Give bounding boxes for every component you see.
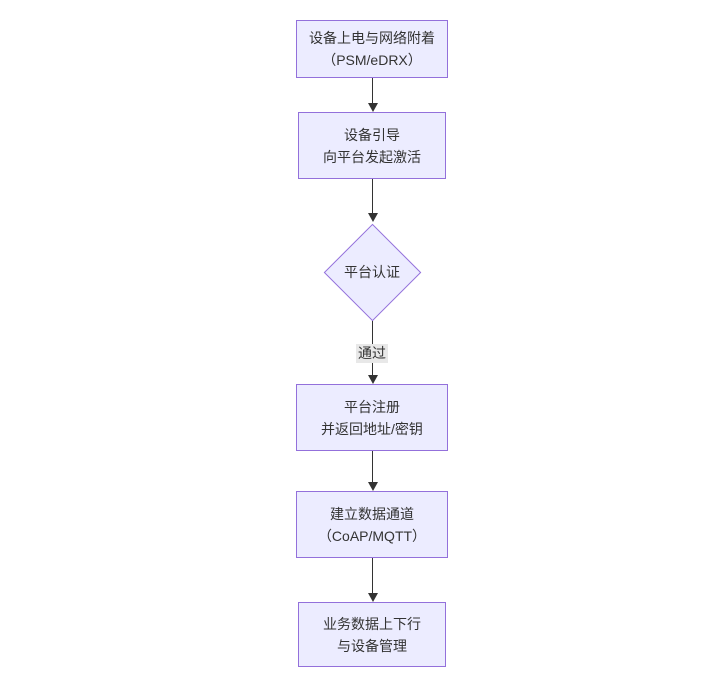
node-power-on-line2: （PSM/eDRX） xyxy=(322,52,422,68)
arrow-4-line xyxy=(372,451,373,482)
arrow-4-head-icon xyxy=(368,482,378,491)
node-channel: 建立数据通道 （CoAP/MQTT） xyxy=(296,491,448,558)
node-channel-line2: （CoAP/MQTT） xyxy=(317,527,427,544)
arrow-1-line xyxy=(372,78,373,103)
node-power-on: 设备上电与网络附着 （PSM/eDRX） xyxy=(296,20,448,78)
arrow-5-line xyxy=(372,558,373,593)
decision-auth-label: 平台认证 xyxy=(344,264,400,280)
arrow-2-line xyxy=(372,179,373,213)
node-power-on-line1: 设备上电与网络附着 xyxy=(309,30,435,46)
node-business-line1: 业务数据上下行 xyxy=(323,615,421,632)
edge-label-pass: 通过 xyxy=(356,344,388,363)
arrow-5-head-icon xyxy=(368,593,378,602)
node-register: 平台注册 并返回地址/密钥 xyxy=(296,384,448,451)
arrow-1-head-icon xyxy=(368,103,378,112)
node-register-line1: 平台注册 xyxy=(344,398,400,415)
node-channel-line1: 建立数据通道 xyxy=(330,505,414,522)
node-business-line2: 与设备管理 xyxy=(337,637,407,654)
node-bootstrap: 设备引导 向平台发起激活 xyxy=(298,112,446,179)
arrow-2-head-icon xyxy=(368,213,378,222)
node-business: 业务数据上下行 与设备管理 xyxy=(298,602,446,667)
arrow-3-head-icon xyxy=(368,375,378,384)
node-bootstrap-line2: 向平台发起激活 xyxy=(323,148,421,165)
node-bootstrap-line1: 设备引导 xyxy=(344,126,400,143)
node-register-line2: 并返回地址/密钥 xyxy=(321,420,423,437)
